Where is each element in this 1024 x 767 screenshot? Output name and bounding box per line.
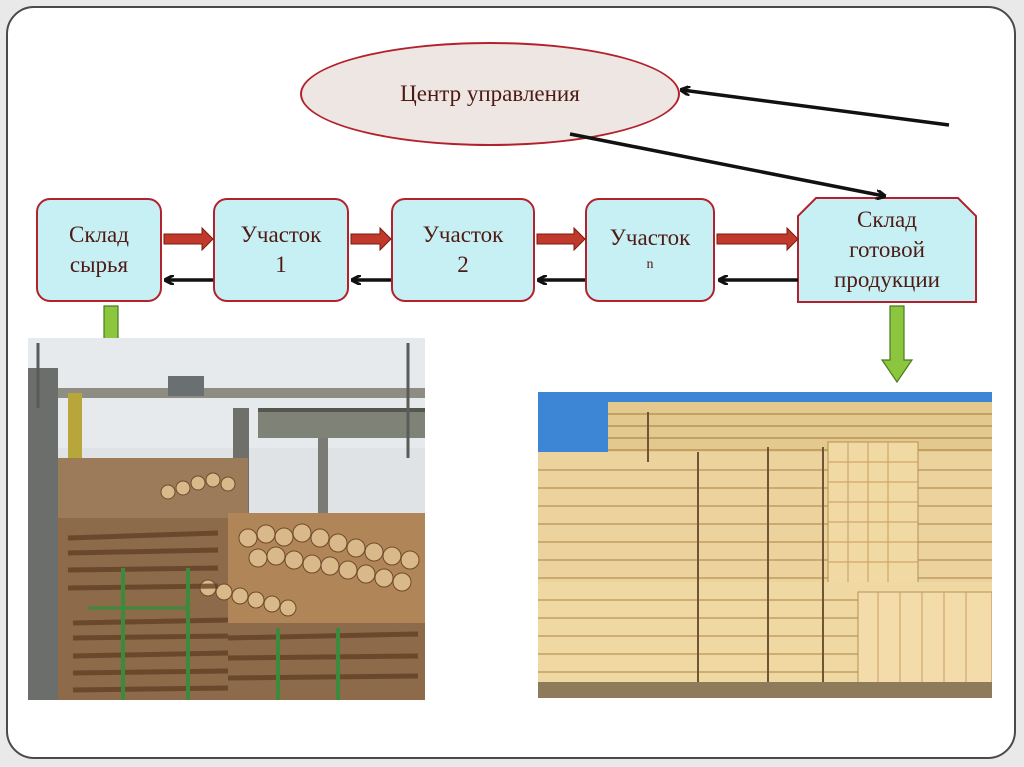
stage-label-line1: Участок: [609, 225, 691, 250]
stage-label-line3: продукции: [834, 267, 940, 292]
stage-label-line2: 1: [275, 252, 287, 277]
forward-arrow-1: [163, 226, 214, 252]
down-arrow-right: [880, 305, 914, 384]
forward-arrow-4: [716, 226, 799, 252]
stage-label-line1: Склад: [857, 207, 917, 232]
logs-yard-illustration: [28, 338, 425, 700]
stage-raw-warehouse: Склад сырья: [36, 198, 162, 302]
control-center-node: Центр управления: [300, 42, 680, 146]
stage-label-line2: n: [646, 257, 654, 272]
stage-label-line1: Участок: [240, 222, 322, 247]
command-arrow: [569, 132, 884, 196]
stage-section-1: Участок 1: [213, 198, 349, 302]
logs-yard-photo: [28, 338, 425, 700]
stage-label-line2: готовой: [849, 237, 925, 262]
stage-label-line1: Участок: [422, 222, 504, 247]
finished-warehouse-shape: [797, 197, 977, 303]
stage-section-2: Участок 2: [391, 198, 535, 302]
lumber-stack-illustration: [538, 392, 992, 698]
stage-finished-warehouse: Склад готовой продукции: [798, 198, 976, 302]
forward-arrow-3: [536, 226, 586, 252]
feedback-arrow: [682, 90, 950, 127]
forward-arrow-2: [350, 226, 392, 252]
stage-label-line2: сырья: [69, 252, 129, 277]
slide: Центр управления Склад сырья Участок 1 У…: [6, 6, 1016, 759]
control-center-label: Центр управления: [400, 81, 580, 106]
lumber-stack-photo: [538, 392, 992, 698]
stage-section-n: Участок n: [585, 198, 715, 302]
stage-label-line2: 2: [457, 252, 469, 277]
stage-label-line1: Склад: [69, 222, 129, 247]
control-arrows: [569, 90, 950, 196]
forward-arrows: [163, 226, 799, 252]
